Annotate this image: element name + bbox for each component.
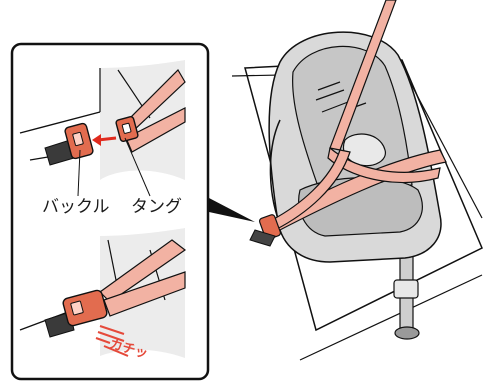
car-seat [269, 32, 441, 262]
buckle-label: バックル [42, 199, 110, 216]
callout-pointer [209, 198, 255, 222]
tongue-label: タング [131, 199, 182, 216]
